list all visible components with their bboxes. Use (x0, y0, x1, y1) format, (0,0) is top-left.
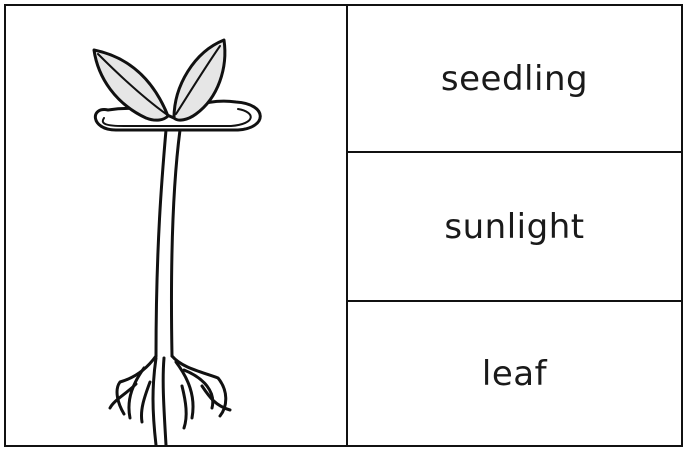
word-cell-seedling: seedling (348, 6, 681, 153)
word-cell-leaf: leaf (348, 302, 681, 445)
picture-cell (6, 6, 348, 445)
word-label: leaf (482, 354, 547, 394)
word-label: seedling (441, 59, 588, 99)
seedling-icon (6, 6, 348, 445)
vocabulary-card: seedling sunlight leaf (4, 4, 683, 447)
word-label: sunlight (444, 207, 584, 247)
word-cell-sunlight: sunlight (348, 153, 681, 302)
